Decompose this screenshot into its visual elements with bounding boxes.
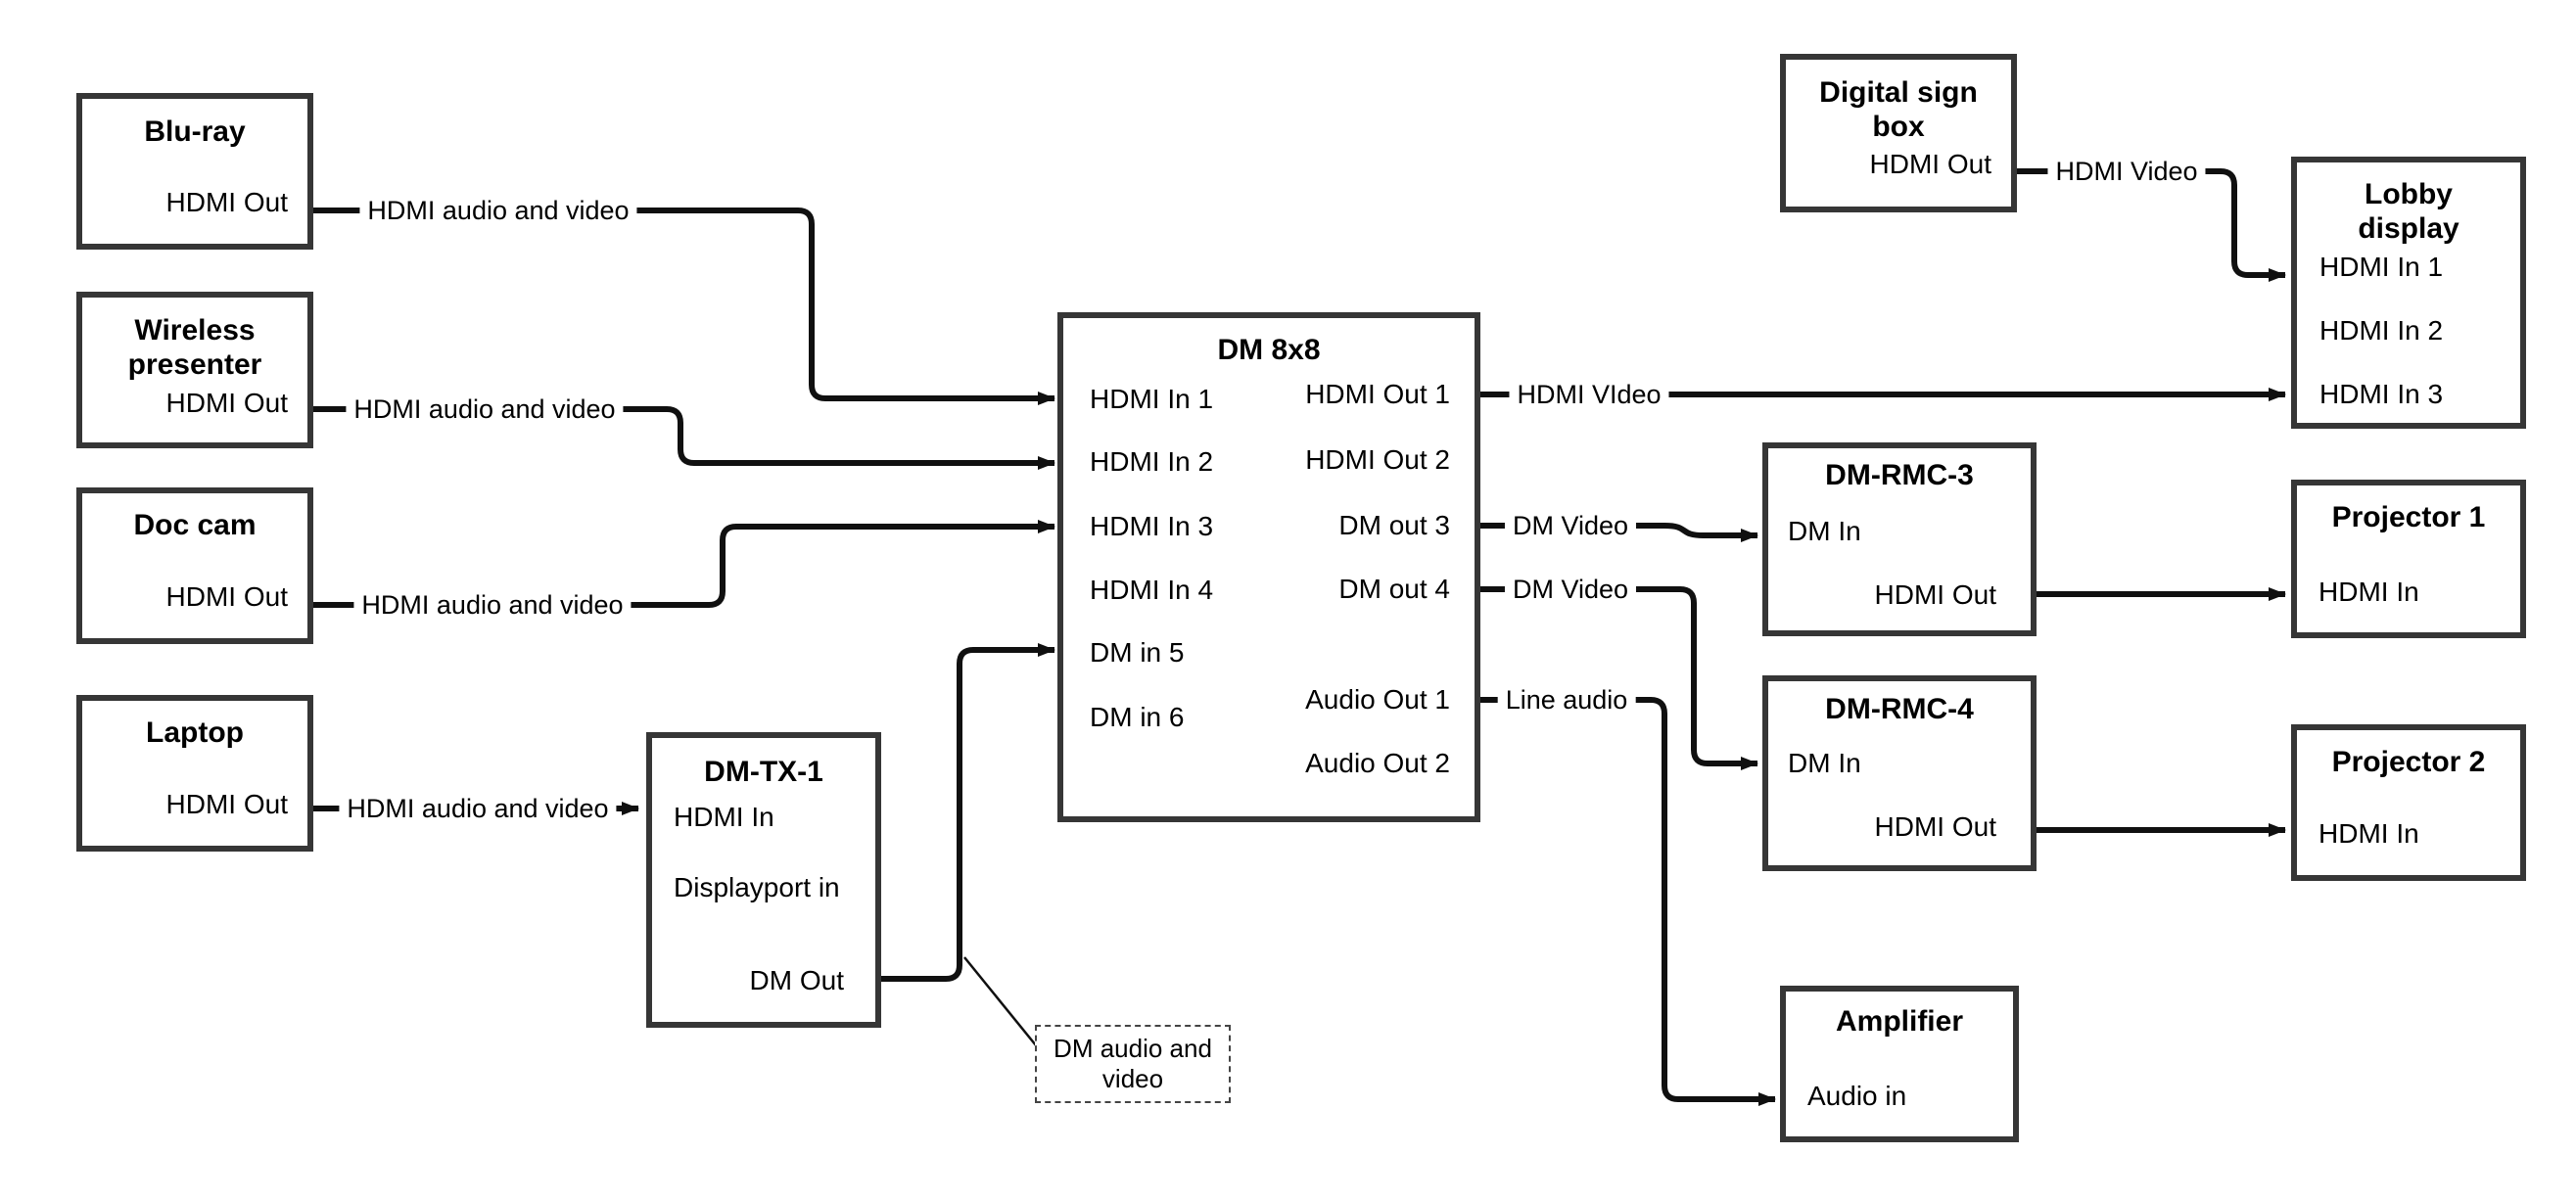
wire-bluray-to-dm8x8-in1 <box>313 208 1055 405</box>
wire-label-dm-video-out4: DM Video <box>1504 575 1637 604</box>
port-hdmi-in: HDMI In <box>2318 577 2419 607</box>
port-hdmi-in-2: HDMI In 2 <box>2319 315 2444 346</box>
node-title: Projector 2 <box>2331 746 2486 778</box>
port-dm-out-4: DM out 4 <box>1338 574 1450 604</box>
node-title: Projector 1 <box>2331 501 2486 533</box>
node-title: Laptop <box>146 716 244 749</box>
port-hdmi-in-2: HDMI In 2 <box>1090 446 1214 477</box>
port-hdmi-in-3: HDMI In 3 <box>1090 511 1214 541</box>
wire-wireless-to-dm8x8-in2 <box>313 406 1055 470</box>
wire-label-line-audio: Line audio <box>1497 685 1636 715</box>
node-dm-tx-1: DM-TX-1 HDMI In Displayport in DM Out <box>646 732 881 1028</box>
node-lobby-display: Lobby display HDMI In 1 HDMI In 2 HDMI I… <box>2291 157 2526 429</box>
port-hdmi-in: HDMI In <box>2318 818 2419 849</box>
node-projector-2: Projector 2 HDMI In <box>2291 724 2526 881</box>
node-title: DM 8x8 <box>1217 334 1321 366</box>
port-hdmi-in-1: HDMI In 1 <box>1090 384 1214 414</box>
port-audio-out-2: Audio Out 2 <box>1305 748 1450 778</box>
wire-label-dm-video-out3: DM Video <box>1504 511 1637 540</box>
node-title: DM-TX-1 <box>704 756 823 788</box>
port-hdmi-out: HDMI Out <box>1869 149 1991 179</box>
node-title: Amplifier <box>1835 1005 1964 1038</box>
wire-label-hdmi-video-out1: HDMI VIdeo <box>1509 380 1669 409</box>
node-title: Blu-ray <box>144 115 246 148</box>
port-hdmi-out: HDMI Out <box>165 581 288 612</box>
wire-label-hdmi-video-sign: HDMI Video <box>2047 157 2206 186</box>
note-dm-audio-and-video: DM audio and video <box>1035 1025 1231 1103</box>
node-dm-rmc-4: DM-RMC-4 DM In HDMI Out <box>1762 675 2037 871</box>
node-laptop: Laptop HDMI Out <box>76 695 313 852</box>
node-digital-sign-box: Digital sign box HDMI Out <box>1780 54 2017 212</box>
node-title: DM-RMC-4 <box>1825 693 1974 725</box>
port-dm-in: DM In <box>1788 748 1861 778</box>
port-hdmi-out: HDMI Out <box>165 388 288 418</box>
node-title: Doc cam <box>133 509 257 541</box>
node-projector-1: Projector 1 HDMI In <box>2291 480 2526 638</box>
wire-digitalsign-to-lobby-in1 <box>2017 168 2286 282</box>
port-dm-in-6: DM in 6 <box>1090 702 1185 732</box>
node-wireless-presenter: Wireless presenter HDMI Out <box>76 292 313 448</box>
port-hdmi-in-1: HDMI In 1 <box>2319 252 2444 282</box>
wire-doccam-to-dm8x8-in3 <box>313 520 1055 608</box>
port-hdmi-out: HDMI Out <box>1874 811 1996 842</box>
wire-dm8x8-out4-to-dmrmc4 <box>1480 586 1758 770</box>
port-hdmi-in: HDMI In <box>674 802 774 832</box>
port-audio-in: Audio in <box>1807 1081 1907 1111</box>
port-dm-in: DM In <box>1788 516 1861 546</box>
node-title: DM-RMC-3 <box>1825 459 1974 491</box>
port-dm-out: DM Out <box>749 965 844 995</box>
wire-label-hdmi-audio-video-2: HDMI audio and video <box>346 394 624 424</box>
node-dm-8x8: DM 8x8 HDMI In 1 HDMI In 2 HDMI In 3 HDM… <box>1057 312 1480 822</box>
wire-label-hdmi-audio-video-1: HDMI audio and video <box>359 196 637 225</box>
node-amplifier: Amplifier Audio in <box>1780 986 2019 1142</box>
node-title: Lobby display <box>2358 178 2459 245</box>
port-hdmi-out-1: HDMI Out 1 <box>1305 379 1450 409</box>
node-title: Wireless presenter <box>127 314 262 381</box>
wire-label-hdmi-audio-video-3: HDMI audio and video <box>353 590 632 620</box>
port-hdmi-in-4: HDMI In 4 <box>1090 575 1214 605</box>
node-title: Digital sign box <box>1819 76 1978 143</box>
port-audio-out-1: Audio Out 1 <box>1305 684 1450 715</box>
port-hdmi-out: HDMI Out <box>165 789 288 819</box>
port-dm-out-3: DM out 3 <box>1338 510 1450 540</box>
wire-dm8x8-audio1-to-amplifier <box>1480 697 1776 1106</box>
port-hdmi-out: HDMI Out <box>1874 579 1996 610</box>
node-doc-cam: Doc cam HDMI Out <box>76 487 313 644</box>
node-dm-rmc-3: DM-RMC-3 DM In HDMI Out <box>1762 442 2037 636</box>
port-hdmi-out-2: HDMI Out 2 <box>1305 444 1450 475</box>
node-bluray: Blu-ray HDMI Out <box>76 93 313 250</box>
port-hdmi-out: HDMI Out <box>165 187 288 217</box>
port-hdmi-in-3: HDMI In 3 <box>2319 379 2444 409</box>
note-callout-line <box>963 956 1037 1046</box>
wire-dmtx1-to-dm8x8-in5 <box>881 643 1055 982</box>
port-displayport-in: Displayport in <box>674 872 840 902</box>
port-dm-in-5: DM in 5 <box>1090 637 1185 668</box>
wire-label-hdmi-audio-video-4: HDMI audio and video <box>339 794 617 823</box>
wire-dm8x8-out3-to-dmrmc3 <box>1480 523 1758 542</box>
